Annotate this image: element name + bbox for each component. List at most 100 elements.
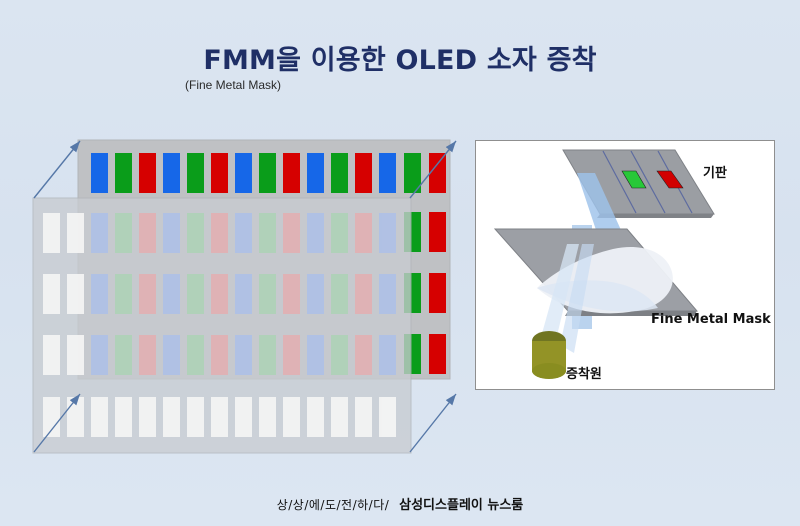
mask-opening: [211, 397, 228, 437]
right-red-cell: [429, 273, 446, 313]
right-red-cell: [429, 212, 446, 252]
tinted-green-cell: [259, 274, 276, 314]
tinted-red-cell: [139, 335, 156, 375]
mask-opening: [67, 213, 84, 253]
top-sub-pixel-red: [211, 153, 228, 193]
mask-opening: [355, 397, 372, 437]
mask-opening: [67, 335, 84, 375]
depth-arrow: [33, 393, 81, 453]
tinted-green-cell: [259, 335, 276, 375]
tinted-red-cell: [283, 213, 300, 253]
top-sub-pixel-green: [115, 153, 132, 193]
tinted-red-cell: [211, 335, 228, 375]
tinted-green-cell: [331, 335, 348, 375]
tinted-green-cell: [115, 274, 132, 314]
substrate-top-row: [91, 153, 446, 193]
mask-label: Fine Metal Mask: [651, 312, 771, 327]
substrate-label: 기판: [703, 166, 727, 181]
tinted-red-cell: [211, 274, 228, 314]
top-sub-pixel-green: [187, 153, 204, 193]
tinted-blue-cell: [379, 335, 396, 375]
tinted-green-cell: [115, 335, 132, 375]
tinted-blue-cell: [235, 274, 252, 314]
top-sub-pixel-green: [404, 153, 421, 193]
depth-arrow: [33, 140, 81, 199]
footer: 상/상/에/도/전/하/다/ 삼성디스플레이 뉴스룸: [0, 494, 800, 513]
tinted-red-cell: [355, 213, 372, 253]
deposition-diagram: [493, 149, 715, 379]
tinted-blue-cell: [379, 274, 396, 314]
mask-opening: [115, 397, 132, 437]
tinted-red-cell: [355, 274, 372, 314]
tinted-red-cell: [355, 335, 372, 375]
mask-tinted-cells: [91, 213, 396, 375]
tinted-blue-cell: [235, 213, 252, 253]
footer-brand: 삼성디스플레이 뉴스룸: [399, 498, 524, 513]
tinted-green-cell: [187, 213, 204, 253]
tinted-green-cell: [331, 213, 348, 253]
mask-opening: [379, 397, 396, 437]
mask-opening: [331, 397, 348, 437]
top-sub-pixel-blue: [91, 153, 108, 193]
tinted-green-cell: [187, 274, 204, 314]
tinted-blue-cell: [163, 213, 180, 253]
tinted-green-cell: [259, 213, 276, 253]
tinted-red-cell: [139, 213, 156, 253]
mask-opening: [43, 335, 60, 375]
mask-opening: [67, 274, 84, 314]
tinted-blue-cell: [235, 335, 252, 375]
depth-arrow: [409, 393, 457, 453]
right-red-cell: [429, 334, 446, 374]
spray-beam-right: [560, 244, 594, 353]
tinted-red-cell: [211, 213, 228, 253]
tinted-red-cell: [283, 335, 300, 375]
mask-opening: [307, 397, 324, 437]
top-sub-pixel-red: [355, 153, 372, 193]
spray-beam-left: [541, 244, 579, 344]
tinted-blue-cell: [379, 213, 396, 253]
subtitle: (Fine Metal Mask): [185, 78, 282, 92]
mask-opening: [235, 397, 252, 437]
mask-opening: [67, 397, 84, 437]
top-sub-pixel-red: [139, 153, 156, 193]
vapor-beam: [577, 173, 621, 230]
tinted-red-cell: [139, 274, 156, 314]
tinted-blue-cell: [91, 274, 108, 314]
tinted-green-cell: [115, 213, 132, 253]
tinted-green-cell: [331, 274, 348, 314]
top-sub-pixel-green: [331, 153, 348, 193]
top-sub-pixel-blue: [379, 153, 396, 193]
mask-opening: [43, 397, 60, 437]
top-sub-pixel-red: [283, 153, 300, 193]
tinted-blue-cell: [307, 213, 324, 253]
mask-opening: [43, 213, 60, 253]
mask-opening: [163, 397, 180, 437]
deposition-panel: 기판 Fine Metal Mask 증착원: [475, 140, 775, 390]
tinted-red-cell: [283, 274, 300, 314]
green-pixel: [621, 170, 647, 189]
tinted-blue-cell: [91, 213, 108, 253]
tinted-blue-cell: [163, 274, 180, 314]
mask-opening: [187, 397, 204, 437]
mask-opening: [259, 397, 276, 437]
depth-arrow: [409, 140, 457, 199]
tinted-green-cell: [187, 335, 204, 375]
source-bottom: [532, 363, 566, 379]
footer-prefix: 상/상/에/도/전/하/다/: [276, 498, 390, 512]
top-sub-pixel-green: [259, 153, 276, 193]
substrate-divider: [630, 150, 666, 214]
mask-opening: [91, 397, 108, 437]
top-sub-pixel-blue: [235, 153, 252, 193]
top-sub-pixel-blue: [163, 153, 180, 193]
tinted-blue-cell: [163, 335, 180, 375]
tinted-blue-cell: [91, 335, 108, 375]
substrate-divider: [602, 150, 637, 214]
page-title: FMM을 이용한 OLED 소자 증착: [203, 45, 597, 76]
source-label: 증착원: [566, 367, 602, 382]
red-pixel: [656, 170, 684, 189]
mask-openings: [43, 213, 396, 437]
depth-arrows: [33, 140, 457, 453]
substrate-front-edge: [597, 214, 714, 218]
mask-opening: [283, 397, 300, 437]
